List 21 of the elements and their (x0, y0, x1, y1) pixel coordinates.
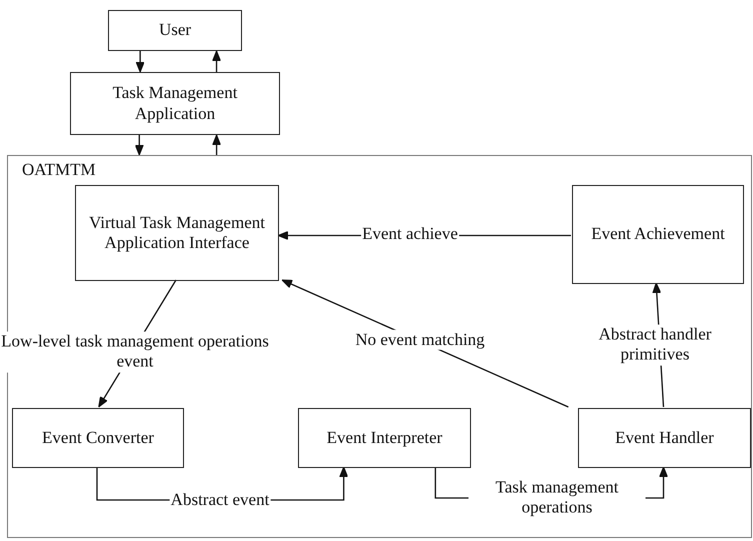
box-label: Event Achievement (590, 224, 726, 245)
edge-label: No event matching (354, 330, 486, 350)
arrow (136, 51, 145, 72)
group-title: OATMTM (22, 160, 96, 180)
box-label: Event Converter (41, 428, 155, 448)
box-label: Event Handler (614, 428, 715, 448)
process-box (298, 408, 471, 468)
process-box (108, 10, 242, 51)
box-label: User (158, 20, 192, 41)
arrow (212, 134, 222, 155)
process-box (70, 72, 280, 135)
box-label: Task Management Application (112, 83, 238, 124)
arrow (212, 50, 222, 72)
arrow (134, 135, 144, 156)
process-box (12, 408, 184, 468)
box-label: Event Interpreter (326, 428, 444, 448)
process-box (572, 185, 744, 284)
box-label: Virtual Task Management Application Interface (88, 212, 266, 254)
edge-label: Task management operations (468, 478, 646, 518)
process-box (578, 408, 751, 468)
process-box (75, 185, 279, 281)
